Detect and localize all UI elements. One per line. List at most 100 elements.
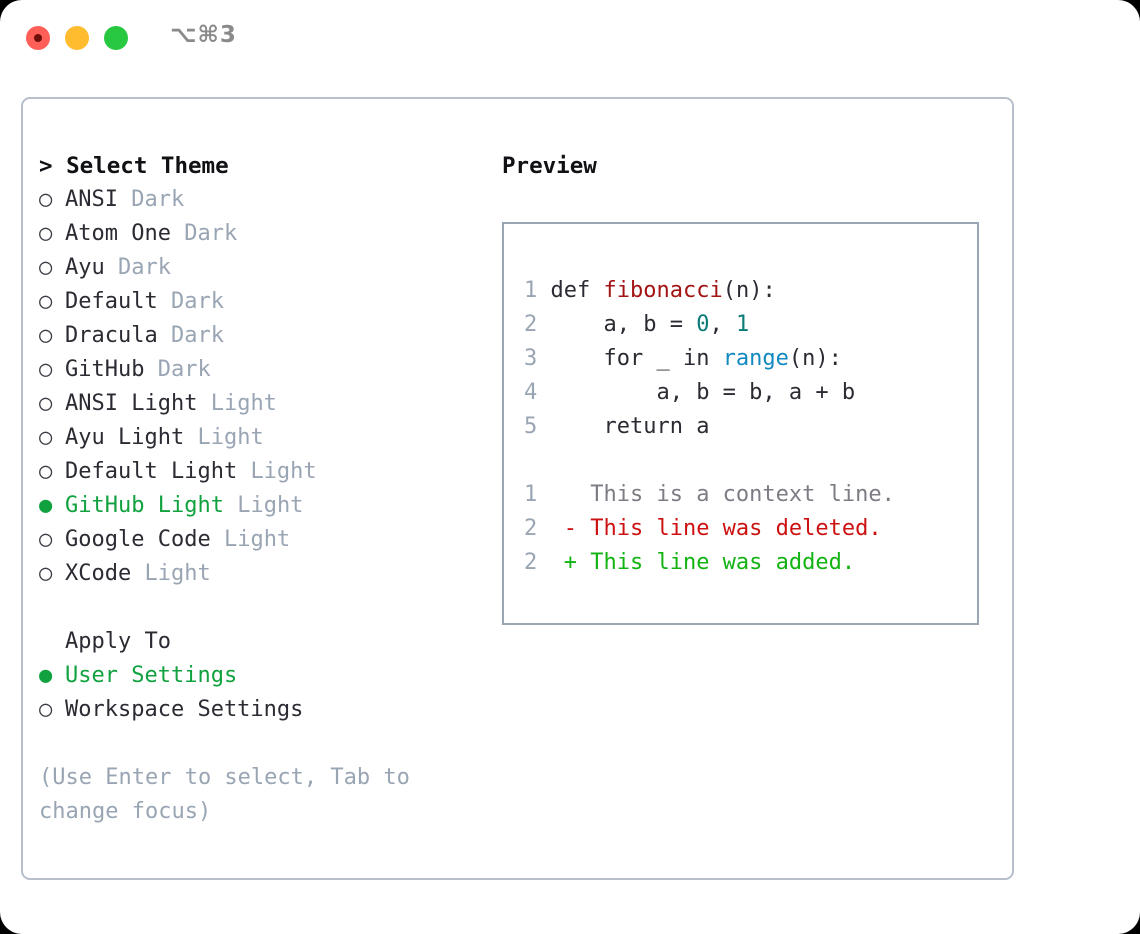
theme-option-google-code[interactable]: ○Google Code Light [39,523,484,557]
spacer [158,289,171,314]
theme-variant-badge: Light [250,459,317,484]
spacer [184,425,197,450]
theme-option-ayu-light[interactable]: ○ Ayu Light Light [39,421,484,455]
radio-unselected-icon: ○ [39,323,53,348]
maximize-button[interactable] [104,26,128,50]
theme-option-label: Default Light [65,459,238,484]
line-number: 2 [524,550,551,575]
line-number: 4 [524,380,551,405]
code-token-plain: a, b = b, a + b [550,380,856,405]
shortcut-label: ⌥⌘3 [170,22,237,48]
diff-text: + This line was added. [550,550,856,575]
radio-unselected-icon: ○ [39,187,53,212]
code-token-plain: (n): [722,278,776,303]
diff-line-del: 2 - This line was deleted. [504,512,977,546]
theme-option-xcode[interactable]: ○XCode Light [39,557,484,591]
code-token-num: 0 [696,312,710,337]
code-line: 4 a, b = b, a + b [504,376,977,410]
spacer [118,187,131,212]
line-number: 3 [524,346,551,371]
radio-unselected-icon: ○ [39,425,53,450]
theme-option-ansi[interactable]: ○ANSI Dark [39,183,484,217]
diff-text: - This line was deleted. [550,516,882,541]
apply-to-option-user-settings[interactable]: ● User Settings [39,659,484,693]
code-token-fn: fibonacci [603,278,723,303]
theme-variant-badge: Dark [170,323,224,348]
radio-unselected-icon: ○ [39,255,53,280]
preview-title: Preview [502,153,597,179]
theme-picker: > Select Theme ○ANSI Dark○Atom One Dark○… [39,149,484,829]
spacer [237,459,250,484]
content-panel: > Select Theme ○ANSI Dark○Atom One Dark○… [21,97,1014,880]
theme-option-label: GitHub [65,357,145,382]
spacer [211,527,224,552]
line-number: 2 [524,312,551,337]
theme-option-label: XCode [65,561,132,586]
theme-variant-badge: Dark [184,221,238,246]
theme-variant-badge: Light [210,391,277,416]
spacer [197,391,210,416]
radio-unselected-icon: ○ [39,391,53,416]
theme-option-label: Ayu Light [65,425,185,450]
theme-option-atom-one[interactable]: ○Atom One Dark [39,217,484,251]
line-number: 1 [524,278,551,303]
code-token-plain: return a [550,414,710,439]
apply-to-option-workspace-settings[interactable]: ○ Workspace Settings [39,693,484,727]
line-number: 1 [524,482,551,507]
title-bar: ⌥⌘3 [0,0,1140,78]
spacer [131,561,144,586]
diff-text: This is a context line. [550,482,895,507]
spacer [144,357,157,382]
diff-block: 1 This is a context line. 2 - This line w… [504,478,977,580]
select-theme-header: > Select Theme [39,153,229,179]
spacer [171,221,184,246]
minimize-button[interactable] [65,26,89,50]
code-token-plain: def [550,278,604,303]
theme-option-ansi-light[interactable]: ○ ANSI Light Light [39,387,484,421]
theme-option-ayu[interactable]: ○Ayu Dark [39,251,484,285]
theme-option-github-light[interactable]: ● GitHub Light Light [39,489,484,523]
theme-option-dracula[interactable]: ○Dracula Dark [39,319,484,353]
code-line: 1 def fibonacci(n): [504,274,977,308]
code-line: 5 return a [504,410,977,444]
apply-to-header-label: Apply To [65,629,171,654]
code-line: 2 a, b = 0, 1 [504,308,977,342]
radio-selected-icon: ● [39,663,53,688]
theme-option-label: Google Code [65,527,211,552]
radio-unselected-icon: ○ [39,289,53,314]
code-token-num: 1 [735,312,750,337]
theme-option-label: ANSI [65,187,118,212]
radio-unselected-icon: ○ [39,697,53,722]
theme-list: ○ANSI Dark○Atom One Dark○Ayu Dark○Defaul… [39,183,484,591]
line-number: 5 [524,414,551,439]
spacer [158,323,171,348]
close-button[interactable] [26,26,50,50]
apply-to-option-label: User Settings [65,663,238,688]
theme-option-label: ANSI Light [65,391,198,416]
apply-to-indent [39,625,65,659]
theme-variant-badge: Light [223,527,291,552]
preview-pane: Preview 1 def fibonacci(n):2 a, b = 0, 1… [502,149,992,625]
theme-option-label: GitHub Light [65,493,224,518]
diff-line-add: 2 + This line was added. [504,546,977,580]
spacer [224,493,237,518]
radio-unselected-icon: ○ [39,459,53,484]
theme-option-default[interactable]: ○Default Dark [39,285,484,319]
spacer [105,255,118,280]
theme-variant-badge: Light [237,493,304,518]
radio-unselected-icon: ○ [39,357,53,382]
line-number: 2 [524,516,551,541]
theme-option-github[interactable]: ○GitHub Dark [39,353,484,387]
window-controls [26,26,128,50]
apply-to-option-label: Workspace Settings [65,697,304,722]
theme-variant-badge: Dark [170,289,224,314]
theme-option-label: Ayu [65,255,105,280]
code-token-plain: (n): [788,346,842,371]
theme-variant-badge: Light [197,425,264,450]
radio-unselected-icon: ○ [39,561,53,586]
apply-to-header: Apply To [39,625,484,659]
radio-selected-icon: ● [39,493,53,518]
theme-option-default-light[interactable]: ○ Default Light Light [39,455,484,489]
